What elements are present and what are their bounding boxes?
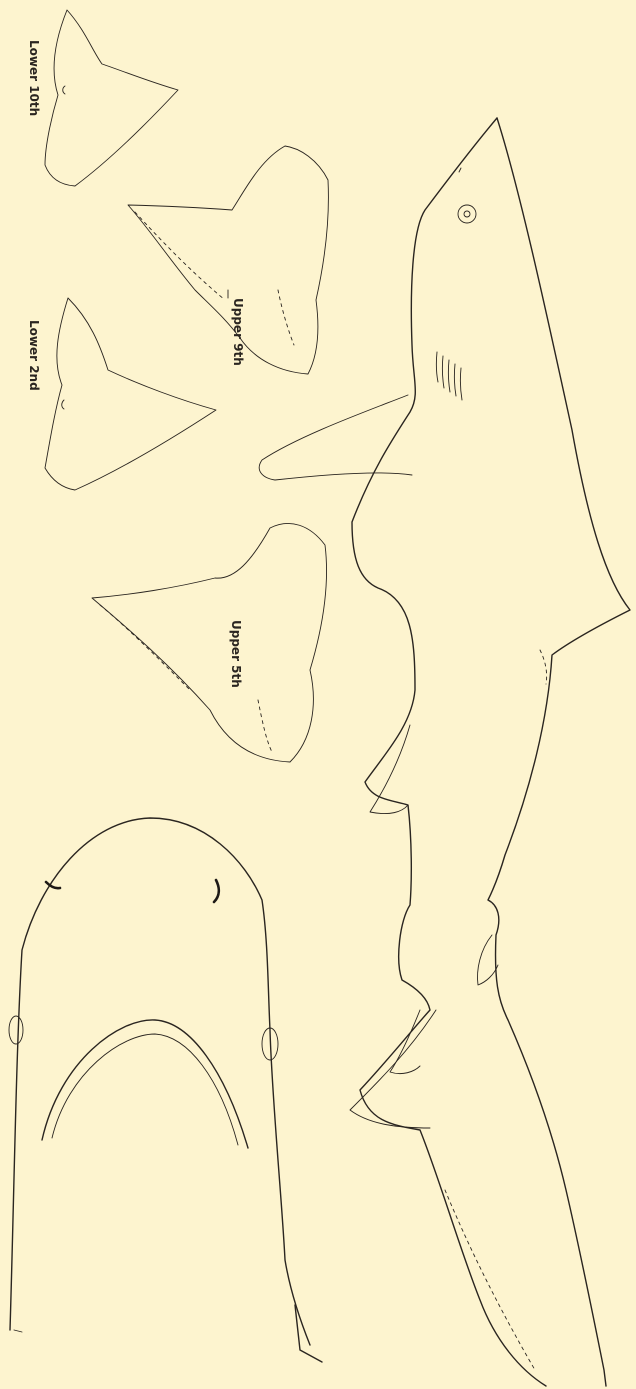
- head-jaw-edge-left: [14, 1330, 22, 1332]
- shark-body-drawing: [259, 118, 630, 1386]
- tooth-lower-2nd: [45, 298, 216, 490]
- shark-head-ventral-view: [9, 818, 322, 1362]
- shark-ventral-outline: [352, 118, 546, 1386]
- shark-lower-caudal-lobe: [350, 1010, 436, 1128]
- head-mouth-inner: [52, 1034, 238, 1145]
- shark-gill-slits: [436, 352, 462, 400]
- label-lower-2nd: Lower 2nd: [27, 320, 41, 391]
- tooth-upper-9th: [128, 146, 328, 374]
- head-mouth-outer: [42, 1020, 248, 1148]
- shark-eye-pupil: [464, 211, 470, 217]
- label-upper-9th: Upper 9th: [231, 298, 245, 366]
- shark-dorsal-outline: [488, 118, 630, 1386]
- shark-pectoral-fin: [259, 395, 412, 480]
- head-right-nostril: [214, 880, 219, 902]
- shark-fin-edge-mark: [540, 650, 547, 684]
- label-lower-10th: Lower 10th: [27, 40, 41, 116]
- shark-nostril: [459, 168, 461, 172]
- head-left-eye: [9, 1016, 23, 1044]
- shark-eye: [458, 205, 476, 223]
- label-upper-5th: Upper 5th: [229, 620, 243, 688]
- head-outline: [10, 818, 310, 1345]
- shark-caudal-serration: [445, 1190, 535, 1370]
- tooth-lower-10th: [45, 10, 178, 186]
- tooth-upper-5th: [92, 523, 327, 762]
